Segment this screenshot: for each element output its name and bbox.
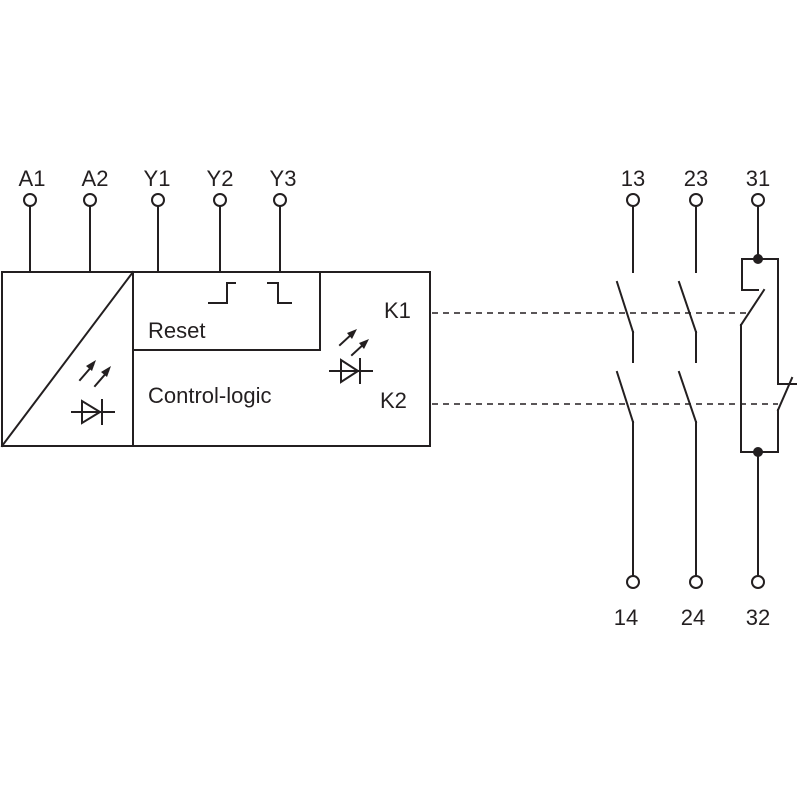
terminal-label-13: 13 [621, 166, 645, 191]
terminal-connector-24 [689, 575, 703, 589]
terminal-connector-a1 [23, 193, 37, 207]
terminal-connector-y3 [273, 193, 287, 207]
terminal-label-a2: A2 [82, 166, 109, 191]
terminal-label-y3: Y3 [270, 166, 297, 191]
terminal-label-y1: Y1 [144, 166, 171, 191]
terminal-connector-14 [626, 575, 640, 589]
terminal-connector-a2 [83, 193, 97, 207]
terminal-y3: Y3 [270, 166, 297, 273]
terminal-connector-23 [689, 193, 703, 207]
contact-31-32: 31 32 [739, 166, 797, 630]
terminal-connector-y1 [151, 193, 165, 207]
contact-13-14: 13 14 [614, 166, 645, 630]
terminal-a1: A1 [19, 166, 46, 273]
pulse-icon [208, 282, 292, 304]
contact-23-24: 23 24 [677, 166, 708, 630]
terminal-connector-32 [751, 575, 765, 589]
photodiode-icon [71, 360, 115, 425]
terminal-connector-31 [751, 193, 765, 207]
module-box [0, 270, 431, 448]
k1-label: K1 [384, 298, 411, 323]
terminal-label-a1: A1 [19, 166, 46, 191]
terminal-connector-y2 [213, 193, 227, 207]
k2-label: K2 [380, 388, 407, 413]
terminal-label-23: 23 [684, 166, 708, 191]
control-logic-label: Control-logic [148, 383, 272, 408]
led-icon [329, 329, 373, 384]
terminal-connector-13 [626, 193, 640, 207]
terminal-a2: A2 [82, 166, 109, 273]
terminal-label-24: 24 [681, 605, 705, 630]
reset-label: Reset [148, 318, 205, 343]
terminal-y1: Y1 [144, 166, 171, 273]
terminal-label-31: 31 [746, 166, 770, 191]
terminal-label-32: 32 [746, 605, 770, 630]
terminal-label-y2: Y2 [207, 166, 234, 191]
terminal-y2: Y2 [207, 166, 234, 273]
terminal-label-14: 14 [614, 605, 638, 630]
